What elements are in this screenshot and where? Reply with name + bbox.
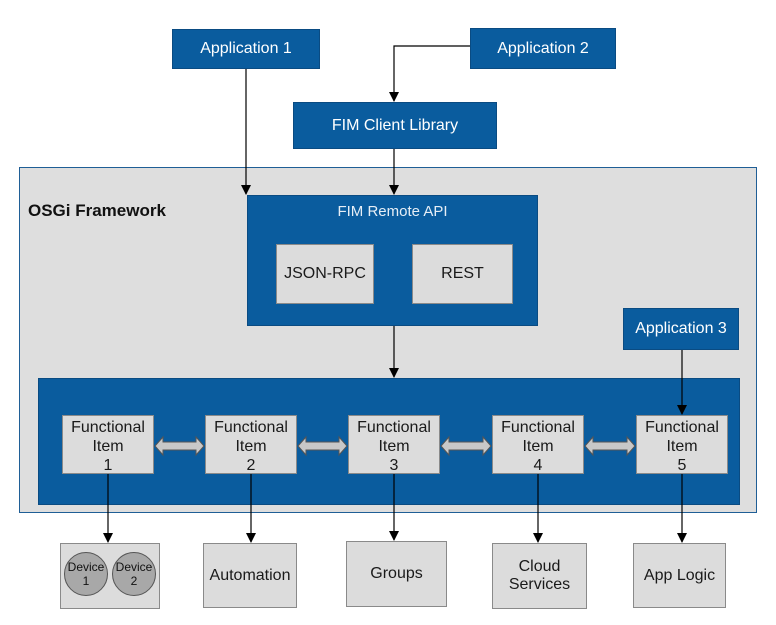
cloud-services-label: Services <box>508 576 571 593</box>
functional-item-number: 1 <box>103 457 113 474</box>
functional-item-number: 3 <box>389 457 399 474</box>
functional-item-label: Functional <box>357 419 431 436</box>
cloud-services-label: Cloud <box>518 558 561 575</box>
application-2-box: Application 2 <box>470 28 616 69</box>
functional-item-2: Functional Item 2 <box>205 415 297 474</box>
device-label: Device <box>115 560 153 574</box>
functional-item-number: 4 <box>533 457 543 474</box>
application-1-box: Application 1 <box>172 29 320 69</box>
rest-box: REST <box>412 244 513 304</box>
device-1-circle: Device 1 <box>64 552 108 596</box>
osgi-framework-label: OSGi Framework <box>28 201 166 220</box>
device-number: 1 <box>82 574 90 588</box>
functional-item-label: Item <box>235 438 267 455</box>
functional-item-1: Functional Item 1 <box>62 415 154 474</box>
functional-item-label: Functional <box>214 419 288 436</box>
functional-item-number: 5 <box>677 457 687 474</box>
app-logic-box: App Logic <box>633 543 726 608</box>
functional-item-label: Item <box>522 438 554 455</box>
functional-item-label: Item <box>666 438 698 455</box>
automation-box: Automation <box>203 543 297 608</box>
functional-item-label: Functional <box>71 419 145 436</box>
functional-item-number: 2 <box>246 457 256 474</box>
fim-client-library-box: FIM Client Library <box>293 102 497 149</box>
device-2-circle: Device 2 <box>112 552 156 596</box>
functional-item-label: Functional <box>501 419 575 436</box>
arrow-app2-to-client-library <box>389 45 470 102</box>
functional-item-5: Functional Item 5 <box>636 415 728 474</box>
functional-item-3: Functional Item 3 <box>348 415 440 474</box>
fim-remote-api-title: FIM Remote API <box>337 203 448 220</box>
functional-item-label: Item <box>378 438 410 455</box>
functional-item-4: Functional Item 4 <box>492 415 584 474</box>
functional-item-label: Functional <box>645 419 719 436</box>
device-label: Device <box>67 560 105 574</box>
application-3-box: Application 3 <box>623 308 739 350</box>
functional-item-label: Item <box>92 438 124 455</box>
device-number: 2 <box>130 574 138 588</box>
cloud-services-box: Cloud Services <box>492 543 587 609</box>
json-rpc-box: JSON-RPC <box>276 244 374 304</box>
groups-box: Groups <box>346 541 447 607</box>
